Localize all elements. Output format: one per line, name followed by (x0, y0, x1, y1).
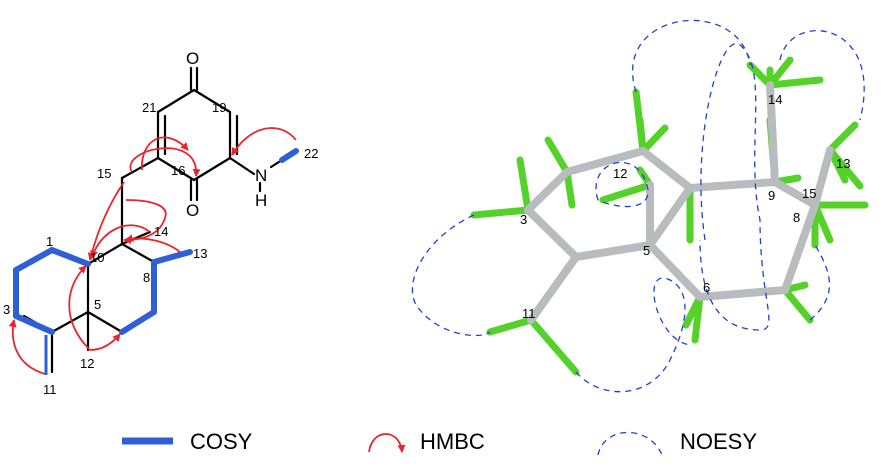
legend: COSY HMBC NOESY (122, 429, 757, 456)
label-c11: 11 (43, 382, 57, 397)
label-c5: 5 (94, 297, 101, 312)
legend-item-noesy: NOESY (597, 429, 757, 456)
label-c3: 3 (3, 302, 10, 317)
label-c8: 8 (143, 270, 150, 285)
legend-item-cosy: COSY (122, 429, 253, 454)
oxygen-top: O (186, 49, 199, 68)
legend-label-hmbc: HMBC (420, 429, 485, 454)
label-3d-c14: 14 (768, 92, 782, 107)
model-3d: 3 5 6 8 9 11 12 13 14 15 (411, 19, 869, 393)
label-3d-c13: 13 (836, 156, 850, 171)
nitrogen-hydrogen: H (255, 191, 267, 210)
label-c12: 12 (80, 356, 94, 371)
label-3d-c8: 8 (793, 210, 800, 225)
carbon-rods (524, 81, 834, 324)
hmbc-arrows (8, 127, 297, 375)
label-3d-c11: 11 (522, 306, 536, 321)
decalin-core (22, 156, 192, 374)
label-3d-c5: 5 (643, 243, 650, 258)
label-c10: 10 (90, 250, 104, 265)
quinone-ring (156, 66, 298, 202)
oxygen-bottom: O (186, 201, 199, 220)
label-3d-c9: 9 (768, 188, 775, 203)
noesy-swatch (597, 432, 663, 456)
label-c13: 13 (193, 246, 207, 261)
hmbc-swatch (368, 433, 406, 453)
cosy-bonds (13, 148, 299, 375)
legend-label-cosy: COSY (190, 429, 253, 454)
label-3d-c3: 3 (520, 212, 527, 227)
noesy-correlations (411, 19, 865, 393)
label-c15: 15 (97, 166, 111, 181)
label-3d-c15: 15 (802, 186, 816, 201)
label-c16: 16 (171, 163, 185, 178)
label-c21: 21 (142, 100, 156, 115)
label-c19: 19 (212, 100, 226, 115)
label-c14: 14 (154, 224, 168, 239)
nitrogen: N (255, 166, 267, 185)
legend-item-hmbc: HMBC (368, 429, 485, 454)
legend-label-noesy: NOESY (680, 429, 757, 454)
label-c1: 1 (46, 234, 53, 249)
label-3d-c12: 12 (613, 166, 627, 181)
structure-2d: O O N H 1 3 5 8 10 11 12 13 14 15 16 19 … (3, 49, 318, 397)
label-c22: 22 (304, 146, 318, 161)
label-3d-c6: 6 (703, 280, 710, 295)
